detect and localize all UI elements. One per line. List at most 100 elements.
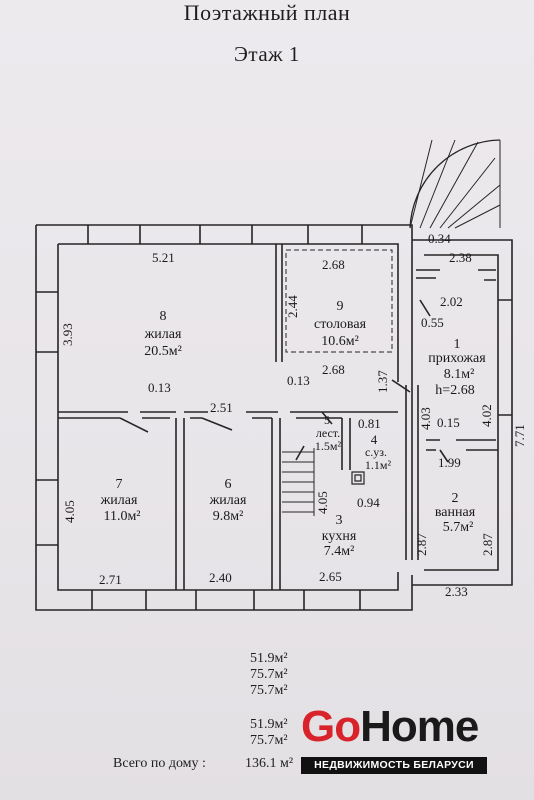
dim-4-03: 4.03	[418, 407, 433, 430]
dim-2-51: 2.51	[210, 400, 233, 415]
wall-wc	[341, 418, 351, 470]
room-9-number: 9	[337, 299, 344, 314]
dim-7-71: 7.71	[512, 424, 527, 447]
doors	[119, 299, 449, 463]
window-frames-right	[498, 299, 512, 416]
room-9-area: 10.6м²	[321, 334, 359, 349]
spiral-stairs-treads	[409, 139, 501, 229]
room-7-number: 7	[116, 477, 123, 492]
page-title: Поэтажный план	[183, 0, 351, 25]
room-1-height: h=2.68	[435, 383, 474, 398]
logo-home: Home	[360, 702, 479, 751]
outer-wall-top-right	[36, 224, 413, 560]
dim-1-37: 1.37	[375, 370, 390, 393]
room-8-number: 8	[160, 309, 167, 324]
room-1-name: прихожая	[428, 351, 486, 366]
inner-line-left-bottom	[57, 244, 399, 591]
logo-go: Go	[301, 702, 361, 751]
room-3-name: кухня	[322, 529, 357, 544]
wall-hall-right	[405, 385, 419, 560]
room-7-name: жилая	[100, 493, 138, 508]
room-2-name: ванная	[435, 505, 476, 520]
dim-0-15: 0.15	[437, 415, 460, 430]
dim-0-13-b: 0.13	[287, 373, 310, 388]
wall-dining-left	[275, 244, 283, 362]
inner-line-top	[58, 243, 399, 382]
dim-2-71: 2.71	[99, 572, 122, 587]
area-line: 51.9м²	[250, 651, 288, 666]
outer-wall-left-bottom	[35, 225, 413, 611]
room-5-area: 1.5м²	[315, 439, 342, 453]
areas-summary-group-1: 51.9м² 75.7м² 75.7м²	[250, 651, 288, 699]
room-8-area: 20.5м²	[144, 344, 182, 359]
room-9-name: столовая	[314, 317, 367, 332]
dimension-labels: 5.21 3.93 2.68 2.44 2.68 0.13 0.13 2.51 …	[60, 231, 527, 599]
annex-outer	[412, 239, 513, 586]
room-3-area: 7.4м²	[324, 544, 355, 559]
dim-2-44: 2.44	[285, 295, 300, 318]
area-line: 75.7м²	[250, 667, 288, 682]
areas-summary-group-2: 51.9м² 75.7м²	[250, 717, 288, 749]
floor-subtitle: Этаж 1	[234, 42, 300, 66]
logo-tagline: НЕДВИЖИМОСТЬ БЕЛАРУСИ	[301, 757, 487, 774]
room-4-name: с.уз.	[365, 445, 387, 459]
dim-2-38: 2.38	[449, 250, 472, 265]
dim-4-02: 4.02	[479, 404, 494, 427]
dim-2-87-a: 2.87	[414, 533, 429, 556]
room-1-area: 8.1м²	[444, 367, 475, 382]
wall-annex-top	[416, 269, 496, 281]
room-5-number: 5	[324, 413, 330, 427]
room-2-number: 2	[452, 491, 459, 506]
total-value: 136.1 м²	[245, 756, 294, 771]
dim-2-87-b: 2.87	[480, 533, 495, 556]
dim-5-21: 5.21	[152, 250, 175, 265]
stair-arrow	[295, 445, 305, 461]
dim-2-02: 2.02	[440, 294, 463, 309]
staircase-steps	[282, 448, 315, 516]
room-6-number: 6	[225, 477, 232, 492]
spiral-stairs-arc	[409, 139, 501, 229]
wall-bath-top	[426, 439, 498, 451]
gohome-logo: GoHome НЕДВИЖИМОСТЬ БЕЛАРУСИ	[297, 702, 491, 774]
window-frames-left	[36, 291, 58, 546]
dim-0-94: 0.94	[357, 495, 380, 510]
wc-fixture	[351, 471, 365, 485]
annex-inner	[424, 254, 499, 571]
room-8-name: жилая	[144, 327, 182, 342]
room-4-number: 4	[371, 432, 378, 447]
room-7-area: 11.0м²	[103, 509, 140, 524]
wall-rooms-7-6	[175, 418, 185, 590]
dim-4-05-left: 4.05	[62, 500, 77, 523]
room-6-name: жилая	[209, 493, 247, 508]
room-labels: 8 жилая 20.5м² 9 столовая 10.6м² 1 прихо…	[100, 299, 487, 559]
dim-2-40: 2.40	[209, 570, 232, 585]
dim-3-93: 3.93	[60, 323, 75, 346]
total-label: Всего по дому :	[113, 756, 206, 771]
area-line: 51.9м²	[250, 717, 288, 732]
room-4-area: 1.1м²	[365, 458, 392, 472]
room-3-number: 3	[336, 513, 343, 528]
room-1-number: 1	[454, 337, 461, 352]
area-line: 75.7м²	[250, 733, 288, 748]
dim-2-33: 2.33	[445, 584, 468, 599]
area-line: 75.7м²	[250, 683, 288, 698]
room-6-area: 9.8м²	[213, 509, 244, 524]
window-frames-top	[87, 225, 363, 244]
dim-2-68-mid: 2.68	[322, 362, 345, 377]
dim-2-68-top: 2.68	[322, 257, 345, 272]
dim-0-13-a: 0.13	[148, 380, 171, 395]
room-5-name: лест.	[316, 426, 340, 440]
window-frames-bottom	[91, 590, 361, 610]
room-2-area: 5.7м²	[443, 520, 474, 535]
walls	[35, 139, 513, 611]
logo-wordmark: GoHome	[301, 702, 479, 752]
dim-0-55: 0.55	[421, 315, 444, 330]
dim-2-65: 2.65	[319, 569, 342, 584]
dim-0-34: 0.34	[428, 231, 451, 246]
dim-0-81: 0.81	[358, 416, 381, 431]
dim-4-05-mid: 4.05	[315, 491, 330, 514]
dining-dashed-outline	[285, 249, 393, 353]
wall-rooms-6-3	[271, 418, 281, 590]
